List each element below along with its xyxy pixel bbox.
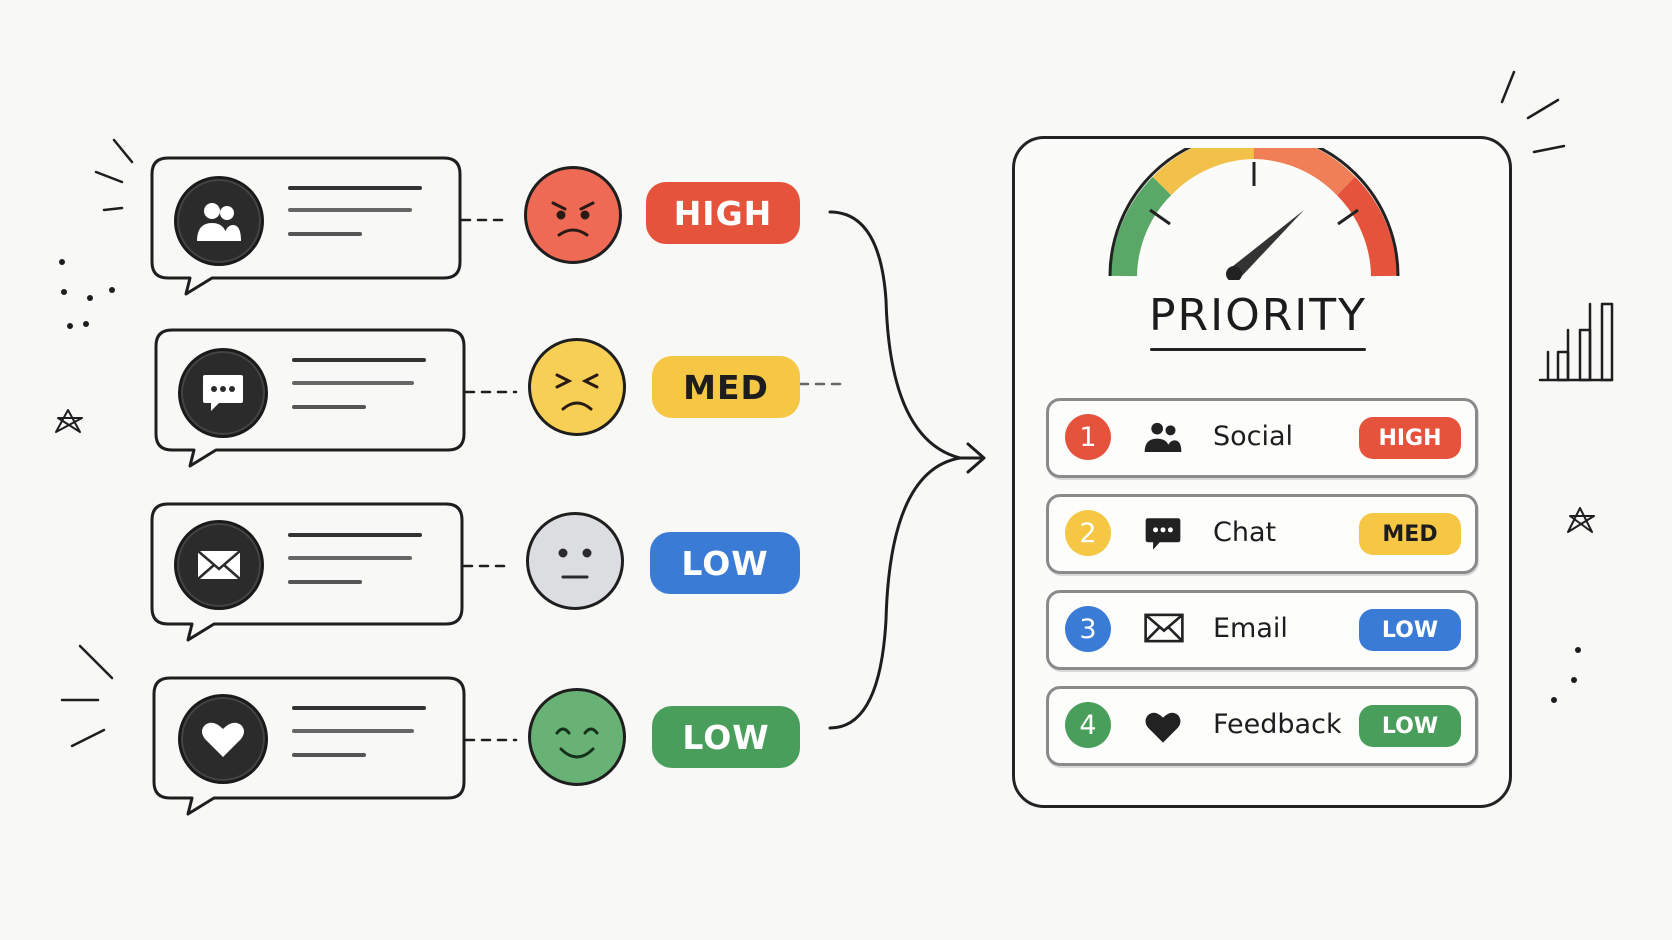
list-item[interactable]: 2 Chat MED bbox=[1046, 494, 1478, 574]
smiling-face-icon bbox=[528, 688, 626, 786]
row-label: Feedback bbox=[1213, 709, 1342, 740]
priority-tag: LOW bbox=[650, 532, 800, 594]
rank-number: 3 bbox=[1065, 606, 1111, 652]
neutral-face-icon bbox=[526, 512, 624, 610]
group-icon bbox=[1144, 422, 1182, 452]
rank-number: 1 bbox=[1065, 414, 1111, 460]
list-item[interactable]: 3 Email LOW bbox=[1046, 590, 1478, 670]
message-bubble bbox=[150, 502, 464, 642]
status-badge: HIGH bbox=[1359, 417, 1461, 459]
group-icon bbox=[174, 176, 264, 266]
status-badge: MED bbox=[1359, 513, 1461, 555]
row-label: Email bbox=[1213, 613, 1288, 644]
status-badge: LOW bbox=[1359, 609, 1461, 651]
heart-icon bbox=[1145, 712, 1181, 743]
chat-bubble-icon bbox=[178, 348, 268, 438]
priority-tag: MED bbox=[652, 356, 800, 418]
status-badge: LOW bbox=[1359, 705, 1461, 747]
row-label: Chat bbox=[1213, 517, 1277, 548]
chat-bubble-icon bbox=[1145, 518, 1181, 550]
message-bubble bbox=[152, 676, 466, 816]
panel-title: PRIORITY bbox=[1148, 290, 1368, 341]
merge-connector bbox=[828, 456, 962, 730]
merge-connector bbox=[828, 210, 962, 460]
message-bubble bbox=[154, 328, 466, 468]
heart-icon bbox=[178, 694, 268, 784]
envelope-icon bbox=[174, 520, 264, 610]
row-label: Social bbox=[1213, 421, 1294, 452]
rank-number: 2 bbox=[1065, 510, 1111, 556]
list-item[interactable]: 4 Feedback LOW bbox=[1046, 686, 1478, 766]
title-underline bbox=[1150, 348, 1366, 351]
priority-tag: HIGH bbox=[646, 182, 800, 244]
arrow-head bbox=[956, 442, 986, 474]
envelope-icon bbox=[1144, 613, 1184, 643]
rank-number: 4 bbox=[1065, 702, 1111, 748]
frustrated-face-icon bbox=[528, 338, 626, 436]
angry-face-icon bbox=[524, 166, 622, 264]
message-bubble bbox=[150, 156, 462, 296]
priority-tag: LOW bbox=[652, 706, 800, 768]
gauge-icon bbox=[1108, 148, 1400, 280]
list-item[interactable]: 1 Social HIGH bbox=[1046, 398, 1478, 478]
